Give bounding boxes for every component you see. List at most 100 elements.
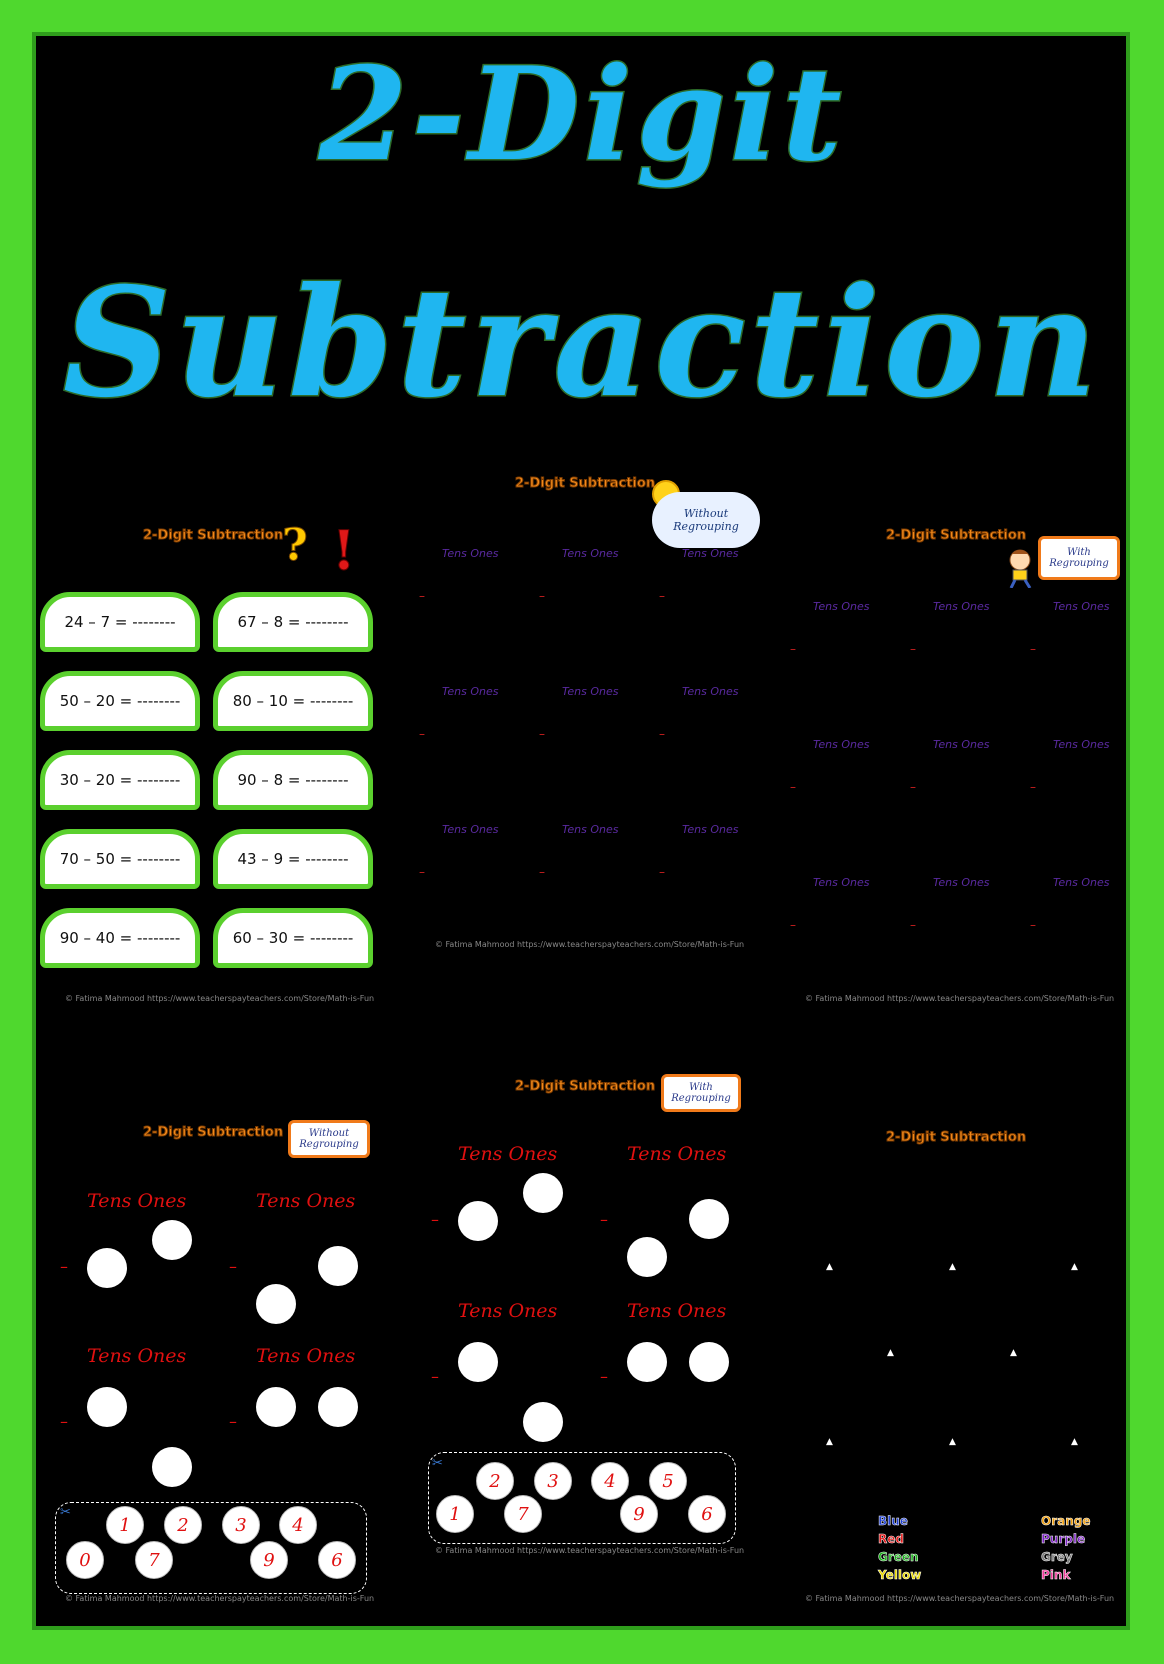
tens-ones-label: Tens Ones [682, 685, 739, 698]
tens-ones-label: Tens Ones [933, 738, 990, 751]
number-circle: 7 [135, 1541, 173, 1579]
answer-circle [256, 1284, 296, 1324]
triangle-marker: ▲ [1010, 1348, 1017, 1358]
tens-ones-label: Tens Ones [458, 1143, 558, 1165]
color-label-purple: Purple [1041, 1532, 1086, 1547]
minus-sign: – [229, 1257, 237, 1276]
flash-card: 90 – 40 = -------- [40, 908, 200, 968]
without-regrouping-cloud: Without Regrouping [652, 492, 760, 548]
answer-circle [318, 1387, 358, 1427]
minus-sign: – [419, 727, 425, 741]
answer-circle [87, 1248, 127, 1288]
tens-ones-label: Tens Ones [627, 1143, 727, 1165]
copyright-text: © Fatima Mahmood https://www.teacherspay… [435, 1546, 745, 1555]
tens-ones-label: Tens Ones [442, 547, 499, 560]
panel-title: 2-Digit Subtraction [142, 1125, 284, 1141]
triangle-marker: ▲ [1071, 1262, 1078, 1272]
minus-sign: – [1030, 642, 1036, 656]
minus-sign: – [431, 1367, 439, 1386]
poster-background [32, 32, 1130, 1630]
minus-sign: – [539, 727, 545, 741]
minus-sign: – [431, 1210, 439, 1229]
answer-circle [627, 1237, 667, 1277]
number-circle: 7 [504, 1495, 542, 1533]
tens-ones-label: Tens Ones [87, 1345, 187, 1367]
number-tray [428, 1452, 736, 1544]
poster-title-line1: 2-Digit [317, 39, 846, 192]
minus-sign: – [539, 865, 545, 879]
number-circle: 3 [534, 1462, 572, 1500]
tens-ones-label: Tens Ones [562, 823, 619, 836]
panel-title: 2-Digit Subtraction [885, 1130, 1027, 1146]
copyright-text: © Fatima Mahmood https://www.teacherspay… [435, 940, 745, 949]
answer-circle [689, 1199, 729, 1239]
number-circle: 4 [591, 1462, 629, 1500]
minus-sign: – [659, 589, 665, 603]
with-regrouping-badge: With Regrouping [661, 1074, 741, 1112]
copyright-text: © Fatima Mahmood https://www.teacherspay… [65, 1594, 375, 1603]
color-label-grey: Grey [1041, 1550, 1073, 1565]
tens-ones-label: Tens Ones [682, 823, 739, 836]
answer-circle [689, 1342, 729, 1382]
triangle-marker: ▲ [826, 1437, 833, 1447]
tens-ones-label: Tens Ones [256, 1190, 356, 1212]
flash-card: 30 – 20 = -------- [40, 750, 200, 810]
number-circle: 9 [250, 1541, 288, 1579]
minus-sign: – [600, 1367, 608, 1386]
triangle-marker: ▲ [887, 1348, 894, 1358]
flash-card: 60 – 30 = -------- [213, 908, 373, 968]
minus-sign: – [910, 918, 916, 932]
tens-ones-label: Tens Ones [933, 876, 990, 889]
tens-ones-label: Tens Ones [562, 685, 619, 698]
minus-sign: – [790, 642, 796, 656]
copyright-text: © Fatima Mahmood https://www.teacherspay… [805, 994, 1115, 1003]
flash-card: 24 – 7 = -------- [40, 592, 200, 652]
answer-circle [152, 1220, 192, 1260]
tens-ones-label: Tens Ones [442, 823, 499, 836]
minus-sign: – [659, 865, 665, 879]
tens-ones-label: Tens Ones [933, 600, 990, 613]
tens-ones-label: Tens Ones [627, 1300, 727, 1322]
running-kid-icon [1009, 549, 1032, 588]
color-label-green: Green [878, 1550, 919, 1565]
number-circle: 9 [620, 1495, 658, 1533]
with-regrouping-badge: With Regrouping [1038, 536, 1120, 580]
tens-ones-label: Tens Ones [1053, 600, 1110, 613]
minus-sign: – [1030, 918, 1036, 932]
tens-ones-label: Tens Ones [813, 738, 870, 751]
minus-sign: – [910, 780, 916, 794]
minus-sign: – [60, 1412, 68, 1431]
number-circle: 3 [222, 1506, 260, 1544]
flash-card: 90 – 8 = -------- [213, 750, 373, 810]
answer-circle [523, 1402, 563, 1442]
exclamation-mark-icon: ! [332, 518, 357, 583]
minus-sign: – [790, 918, 796, 932]
minus-sign: – [419, 865, 425, 879]
answer-circle [627, 1342, 667, 1382]
answer-circle [523, 1173, 563, 1213]
tens-ones-label: Tens Ones [256, 1345, 356, 1367]
number-circle: 4 [279, 1506, 317, 1544]
flash-card: 67 – 8 = -------- [213, 592, 373, 652]
flash-card: 43 – 9 = -------- [213, 829, 373, 889]
color-label-red: Red [878, 1532, 904, 1547]
color-label-pink: Pink [1041, 1568, 1071, 1583]
number-tray [55, 1502, 367, 1594]
scissors-icon: ✂ [60, 1505, 71, 1520]
scissors-icon: ✂ [432, 1456, 443, 1471]
flash-card: 80 – 10 = -------- [213, 671, 373, 731]
minus-sign: – [910, 642, 916, 656]
tens-ones-label: Tens Ones [813, 600, 870, 613]
minus-sign: – [790, 780, 796, 794]
number-circle: 1 [436, 1495, 474, 1533]
answer-circle [152, 1447, 192, 1487]
copyright-text: © Fatima Mahmood https://www.teacherspay… [65, 994, 375, 1003]
tens-ones-label: Tens Ones [87, 1190, 187, 1212]
panel-title: 2-Digit Subtraction [514, 1079, 656, 1095]
number-circle: 2 [476, 1462, 514, 1500]
answer-circle [458, 1342, 498, 1382]
tens-ones-label: Tens Ones [682, 547, 739, 560]
answer-circle [256, 1387, 296, 1427]
number-circle: 6 [318, 1541, 356, 1579]
flash-card: 70 – 50 = -------- [40, 829, 200, 889]
